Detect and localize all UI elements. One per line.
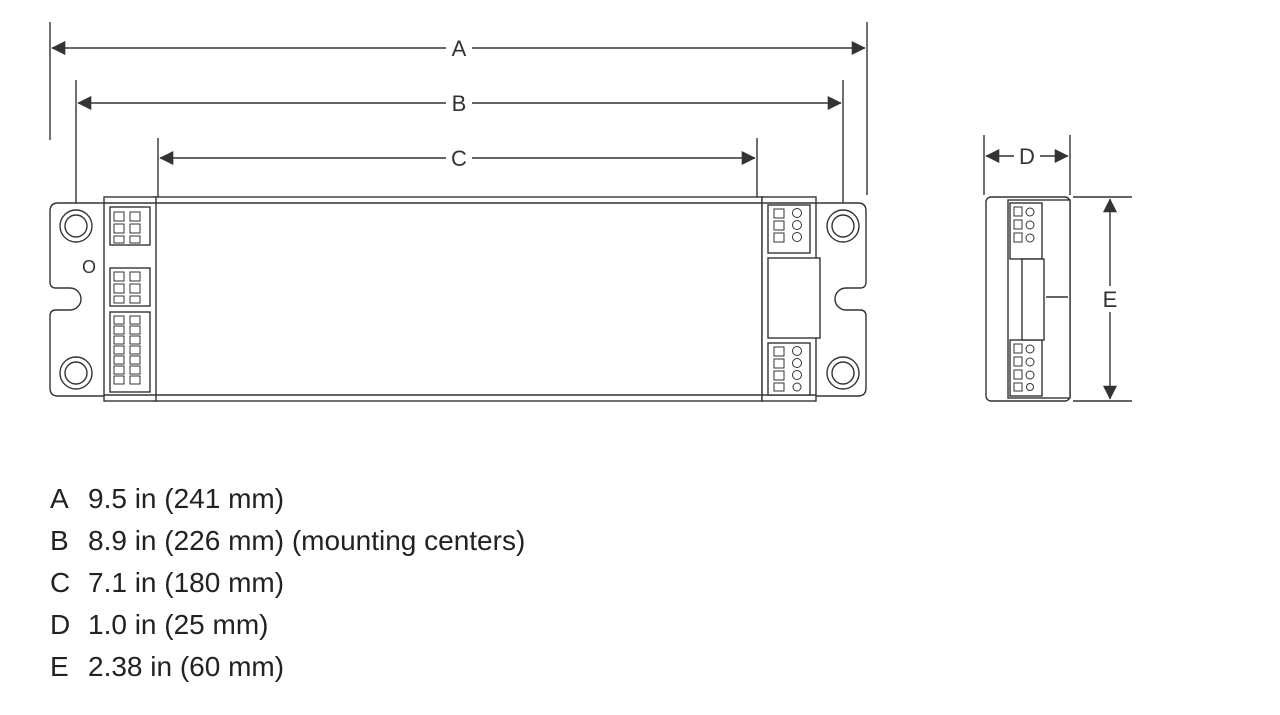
- legend-item-b: B 8.9 in (226 mm) (mounting centers): [50, 520, 525, 562]
- legend-key-e: E: [50, 651, 69, 682]
- dimension-drawing: A B C D E: [49, 22, 1132, 402]
- side-terminals: [1013, 206, 1035, 392]
- dimension-e-label: E: [1103, 287, 1118, 312]
- legend-item-e: E 2.38 in (60 mm): [50, 646, 525, 688]
- terminal-left-middle: [113, 271, 141, 304]
- terminal-right-lower: [773, 346, 802, 392]
- legend-value-d: 1.0 in (25 mm): [88, 609, 269, 640]
- dimension-b-label: B: [452, 91, 467, 116]
- dimension-d: D: [985, 144, 1069, 169]
- ballast-front-view: [49, 196, 867, 402]
- dimension-b: B: [77, 91, 842, 116]
- dimension-a-label: A: [452, 36, 467, 61]
- dimension-legend: A 9.5 in (241 mm) B 8.9 in (226 mm) (mount…: [50, 478, 525, 688]
- terminal-left-upper: [113, 211, 141, 244]
- housing-mark: O: [82, 257, 96, 277]
- ballast-housing: [153, 196, 763, 402]
- legend-key-a: A: [50, 483, 69, 514]
- legend-value-a: 9.5 in (241 mm): [88, 483, 285, 514]
- legend-key-b: B: [50, 525, 69, 556]
- dimension-c: C: [159, 146, 756, 171]
- dimension-d-label: D: [1019, 144, 1035, 169]
- mounting-holes: [59, 209, 860, 390]
- connector-terminals: [113, 208, 802, 392]
- legend-item-a: A 9.5 in (241 mm): [50, 478, 525, 520]
- legend-item-c: C 7.1 in (180 mm): [50, 562, 525, 604]
- dimension-c-label: C: [451, 146, 467, 171]
- ballast-side-view: [985, 196, 1071, 402]
- legend-key-d: D: [50, 609, 71, 640]
- legend-key-c: C: [50, 567, 71, 598]
- legend-value-b: 8.9 in (226 mm) (mounting centers): [88, 525, 526, 556]
- terminal-right-upper: [773, 208, 802, 243]
- dimension-e: E: [1103, 198, 1118, 400]
- legend-value-c: 7.1 in (180 mm): [88, 567, 285, 598]
- legend-item-d: D 1.0 in (25 mm): [50, 604, 525, 646]
- extension-lines: [49, 22, 1132, 402]
- dimension-a: A: [51, 36, 866, 61]
- terminal-left-lower: [113, 315, 141, 385]
- legend-value-e: 2.38 in (60 mm): [88, 651, 285, 682]
